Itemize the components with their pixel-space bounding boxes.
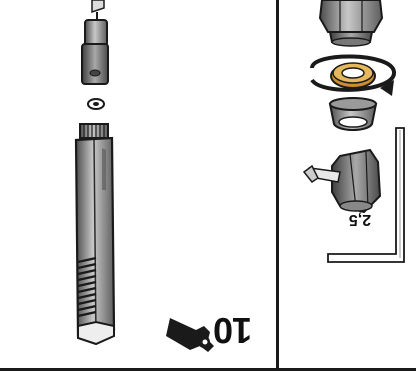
compression-cone xyxy=(330,98,376,130)
hex-key-size-label: 2,5 xyxy=(330,210,390,228)
valve-stem-assembly xyxy=(76,0,114,344)
stem-cap xyxy=(85,20,107,46)
wrench-size-label: 10 xyxy=(203,310,263,350)
panel-divider-vertical xyxy=(276,0,279,370)
stem-sleeve xyxy=(82,44,108,84)
panel-divider-horizontal xyxy=(0,368,416,371)
faucet-fitting xyxy=(320,0,382,46)
handle-cap xyxy=(304,150,380,212)
brass-nut xyxy=(331,63,375,88)
